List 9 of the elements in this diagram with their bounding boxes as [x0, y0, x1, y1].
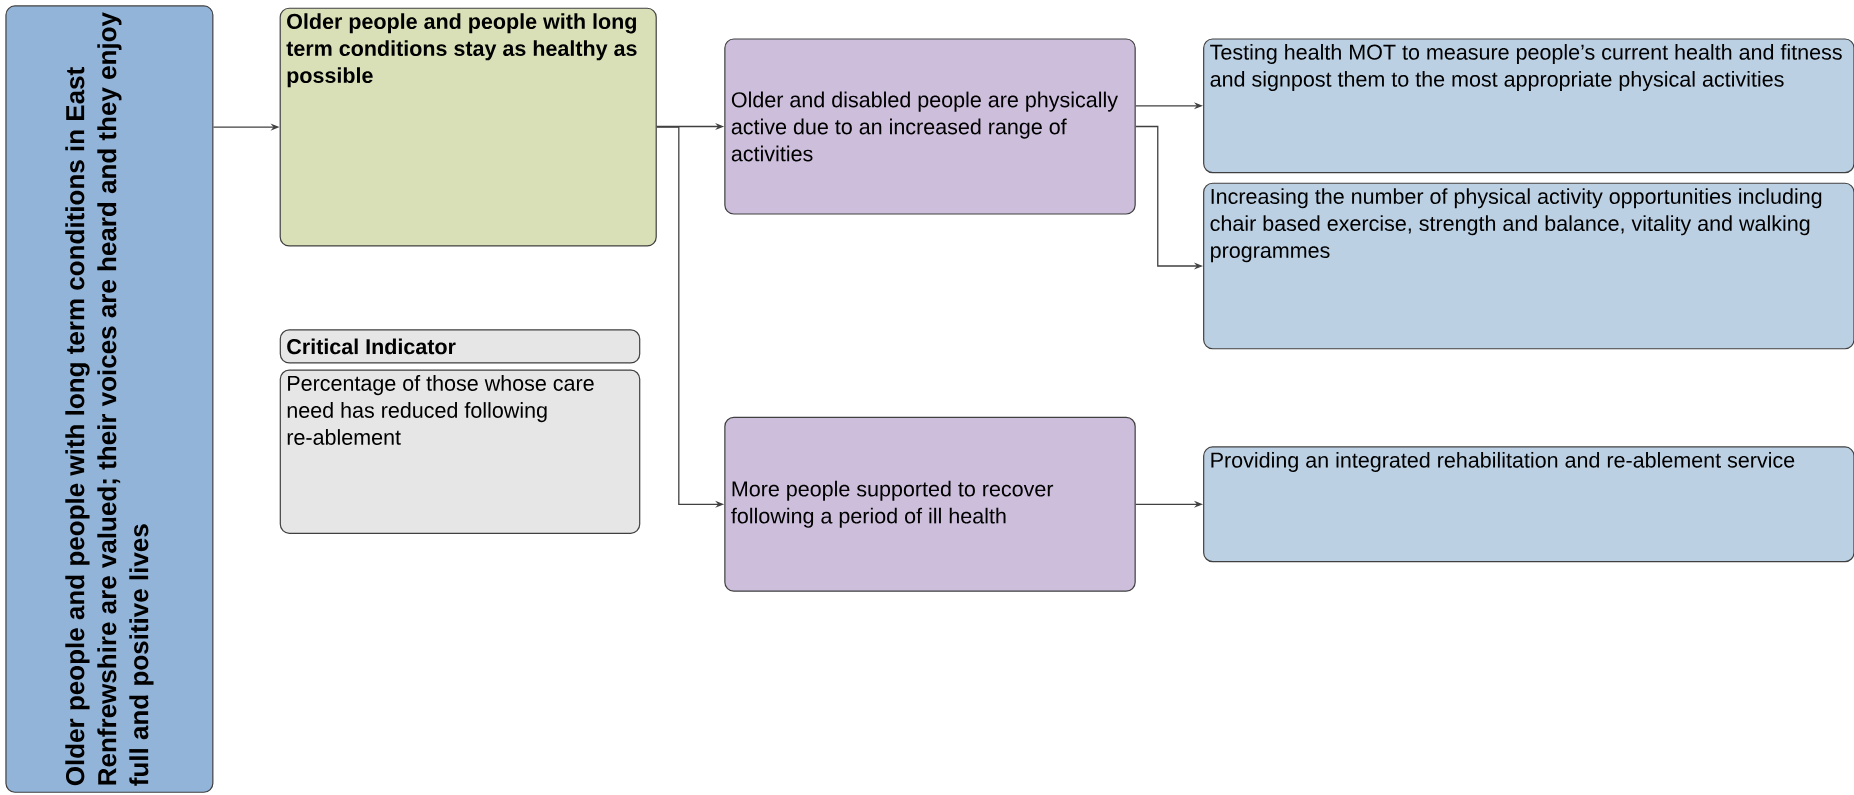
action-box: Increasing the number of physical activity opportunities including chair based exercise, strength and balance, vitality and walking programmes [1203, 182, 1854, 350]
outcome-box: Older people and people with long term conditions stay as healthy as possible [279, 7, 657, 247]
outcome-box: Older and disabled people are physically active due to an increased range of activities [724, 38, 1136, 215]
action-box: Testing health MOT to measure people’s current health and fitness and signpost them to the most appropriate physical activities [1203, 38, 1854, 174]
action-box: Providing an integrated rehabilitation and re-ablement service [1203, 446, 1854, 563]
indicator-heading-box: Critical Indicator [279, 329, 641, 364]
goal-box: Older people and people with long term conditions in East Renfrewshire are valued; their voices are heard and they enjoy full and positive lives [5, 5, 214, 793]
indicator-box: Percentage of those whose care need has reduced following re-ablement [279, 369, 641, 534]
outcome-box: More people supported to recover following a period of ill health [724, 416, 1136, 592]
